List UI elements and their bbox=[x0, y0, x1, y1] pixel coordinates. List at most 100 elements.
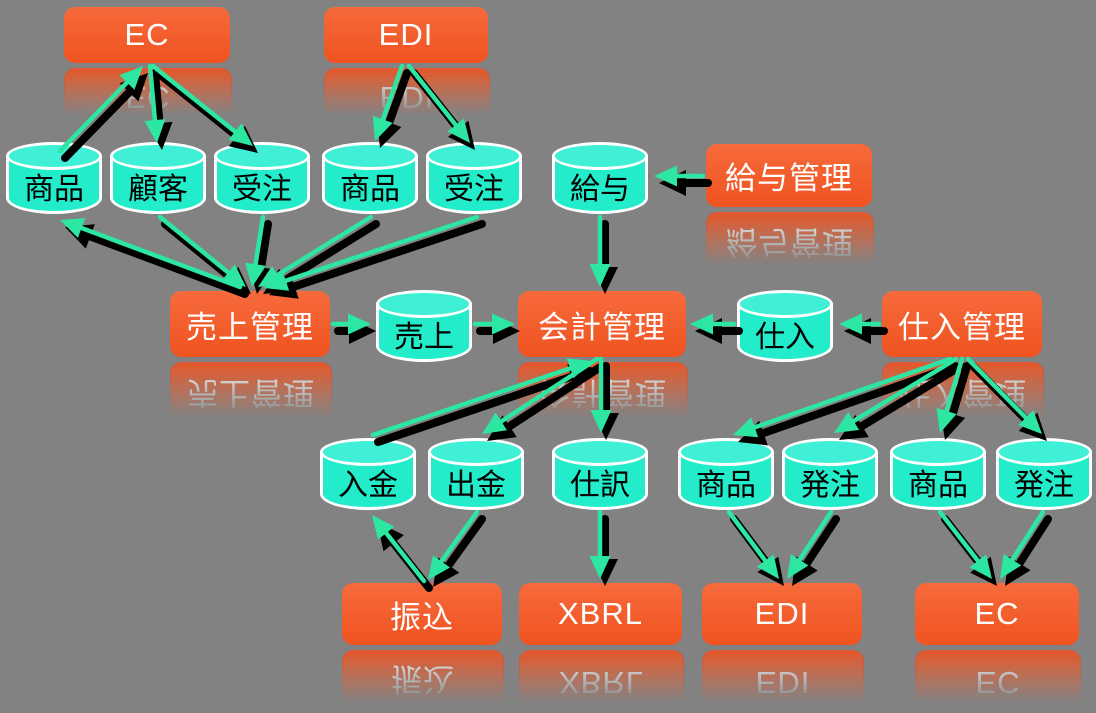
box-shiire-kanri-reflection: 仕入管理 bbox=[882, 362, 1044, 430]
arrow-shiire_kanri-to-shiire-shadow-head bbox=[844, 318, 871, 344]
database-label: 出金 bbox=[446, 469, 506, 502]
arrow-shiire_kanri-to-hatchu1-head bbox=[834, 412, 860, 433]
database-label: 商品 bbox=[24, 173, 84, 206]
arrow-shohin4-to-ec_bottom-head bbox=[969, 554, 992, 579]
box-label: 会計管理 bbox=[538, 309, 666, 345]
box-kaikei-kanri-reflection: 会計管理 bbox=[518, 362, 688, 430]
arrow-furikomi-to-nyukin-shadow-head bbox=[377, 522, 404, 552]
box-uriage-kanri: 売上管理 bbox=[170, 291, 330, 357]
arrow-juchu2-to-uriage_kanri-head bbox=[264, 270, 290, 291]
database-shukkin: 出金 bbox=[428, 438, 524, 510]
box-xbrl: XBRL bbox=[519, 583, 682, 645]
database-shohin-2: 商品 bbox=[322, 142, 418, 214]
arrow-kokyaku-to-uriage_kanri-shadow-line bbox=[161, 220, 236, 283]
arrow-shukkin-to-furikomi-head bbox=[428, 555, 450, 580]
arrow-shukkin-to-furikomi-shadow-line bbox=[443, 515, 486, 571]
database-uriage: 売上 bbox=[376, 290, 472, 362]
database-label: 発注 bbox=[800, 469, 860, 502]
box-reflection-label: XBRL bbox=[559, 665, 644, 700]
box-ec-top-reflection: EC bbox=[64, 68, 232, 126]
arrow-juchu2-to-uriage_kanri-line bbox=[281, 214, 480, 284]
arrow-shiire_kanri-to-shiire-head bbox=[839, 313, 862, 335]
arrow-juchu1-to-uriage_kanri-line bbox=[253, 214, 266, 269]
box-label: EDI bbox=[378, 17, 434, 52]
box-reflection-label: EDI bbox=[379, 80, 435, 115]
database-label: 給与 bbox=[570, 173, 630, 206]
arrow-furikomi-to-nyukin-shadow-line bbox=[388, 537, 433, 592]
arrow-hatchu2-to-ec_bottom-shadow-head bbox=[1005, 556, 1031, 586]
arrow-uriage_kanri-to-uriage-shadow-head bbox=[349, 318, 376, 344]
arrow-shukkin-to-furikomi-line bbox=[438, 509, 480, 566]
database-hatchu-2: 発注 bbox=[996, 438, 1092, 510]
box-ec-bottom-reflection: EC bbox=[915, 650, 1081, 713]
arrow-shiwake-to-xbrl-shadow-head bbox=[592, 559, 618, 586]
arrow-kokyaku-to-uriage_kanri-shadow-head bbox=[221, 266, 251, 294]
database-label: 入金 bbox=[338, 469, 398, 502]
arrow-kyuyo_kanri-to-kyuyo-shadow-head bbox=[659, 170, 686, 196]
box-reflection-label: EC bbox=[975, 665, 1021, 700]
box-edi-bottom-reflection: EDI bbox=[702, 650, 864, 713]
arrow-juchu1-to-uriage_kanri-head bbox=[245, 262, 266, 287]
database-label: 受注 bbox=[232, 173, 292, 206]
arrow-shohin4-to-ec_bottom-shadow-line bbox=[941, 515, 986, 571]
database-cylinder-top-icon bbox=[890, 438, 986, 466]
box-label: 売上管理 bbox=[186, 309, 314, 345]
database-cylinder-top-icon bbox=[426, 142, 522, 170]
arrow-hatchu1-to-edi_bottom-shadow-line bbox=[801, 515, 840, 570]
arrow-hatchu2-to-ec_bottom-shadow-line bbox=[1014, 515, 1052, 569]
arrow-uriage_kanri-to-uriage-head bbox=[348, 313, 371, 335]
database-label: 仕入 bbox=[755, 321, 815, 354]
arrow-uriage-to-kaikei_kanri-shadow-head bbox=[493, 318, 520, 344]
box-label: 振込 bbox=[390, 599, 454, 635]
arrow-shohin3-to-edi_bottom-shadow-line bbox=[730, 515, 774, 570]
arrow-shiwake-to-xbrl-head bbox=[589, 556, 611, 579]
box-label: 仕入管理 bbox=[898, 309, 1026, 345]
database-nyukin: 入金 bbox=[320, 438, 416, 510]
arrow-shiire-to-kaikei_kanri-shadow-head bbox=[695, 318, 722, 344]
arrow-juchu2-to-uriage_kanri-shadow-line bbox=[288, 220, 486, 292]
database-label: 発注 bbox=[1014, 469, 1074, 502]
arrow-shohin3-to-edi_bottom-line bbox=[726, 509, 769, 565]
box-ec-bottom: EC bbox=[915, 583, 1079, 645]
box-reflection-label: 会計管理 bbox=[539, 375, 667, 411]
box-reflection-label: EDI bbox=[755, 665, 811, 700]
database-shiwake: 仕訳 bbox=[552, 438, 648, 510]
arrow-furikomi-to-nyukin-head bbox=[372, 515, 395, 540]
box-kyuyo-kanri-reflection: 給与管理 bbox=[706, 212, 874, 277]
database-label: 顧客 bbox=[128, 173, 188, 206]
box-kaikei-kanri: 会計管理 bbox=[518, 291, 686, 357]
arrow-shohin3-to-edi_bottom-head bbox=[756, 554, 779, 579]
database-shohin-3: 商品 bbox=[678, 438, 774, 510]
arrow-shohin2-to-uriage_kanri-shadow-line bbox=[280, 220, 380, 285]
arrow-uriage-to-kaikei_kanri-head bbox=[492, 313, 515, 335]
database-juchu-1: 受注 bbox=[214, 142, 310, 214]
arrow-juchu1-to-uriage_kanri-shadow-head bbox=[248, 265, 275, 294]
box-ec-top: EC bbox=[64, 7, 230, 63]
arrow-shohin4-to-ec_bottom-line bbox=[937, 509, 982, 565]
box-label: EDI bbox=[754, 596, 810, 631]
arrow-uriage_kanri-to-shohin1-shadow-line bbox=[84, 231, 249, 298]
box-shiire-kanri: 仕入管理 bbox=[882, 291, 1042, 357]
arrow-shohin2-to-uriage_kanri-head bbox=[258, 265, 284, 287]
arrow-uriage_kanri-to-shohin1-shadow-head bbox=[65, 224, 95, 249]
database-label: 仕訳 bbox=[570, 469, 630, 502]
arrow-kyuyo_kanri-to-kyuyo-head bbox=[654, 165, 677, 187]
box-edi-bottom: EDI bbox=[702, 583, 862, 645]
arrow-hatchu2-to-ec_bottom-line bbox=[1009, 509, 1046, 564]
box-kyuyo-kanri: 給与管理 bbox=[706, 144, 872, 207]
arrow-shiire_kanri-to-shohin3-head bbox=[733, 417, 759, 438]
database-cylinder-top-icon bbox=[552, 142, 648, 170]
database-cylinder-top-icon bbox=[322, 142, 418, 170]
box-reflection-label: 給与管理 bbox=[726, 224, 854, 259]
database-cylinder-top-icon bbox=[737, 290, 833, 318]
box-reflection-label: 売上管理 bbox=[187, 375, 315, 411]
box-label: EC bbox=[124, 17, 170, 52]
database-label: 商品 bbox=[696, 469, 756, 502]
database-kyuyo: 給与 bbox=[552, 142, 648, 214]
box-uriage-kanri-reflection: 売上管理 bbox=[170, 362, 332, 430]
arrow-hatchu1-to-edi_bottom-line bbox=[796, 509, 834, 564]
database-label: 売上 bbox=[394, 321, 454, 354]
arrow-furikomi-to-nyukin-line bbox=[382, 529, 427, 584]
arrow-shohin2-to-uriage_kanri-line bbox=[273, 214, 374, 279]
